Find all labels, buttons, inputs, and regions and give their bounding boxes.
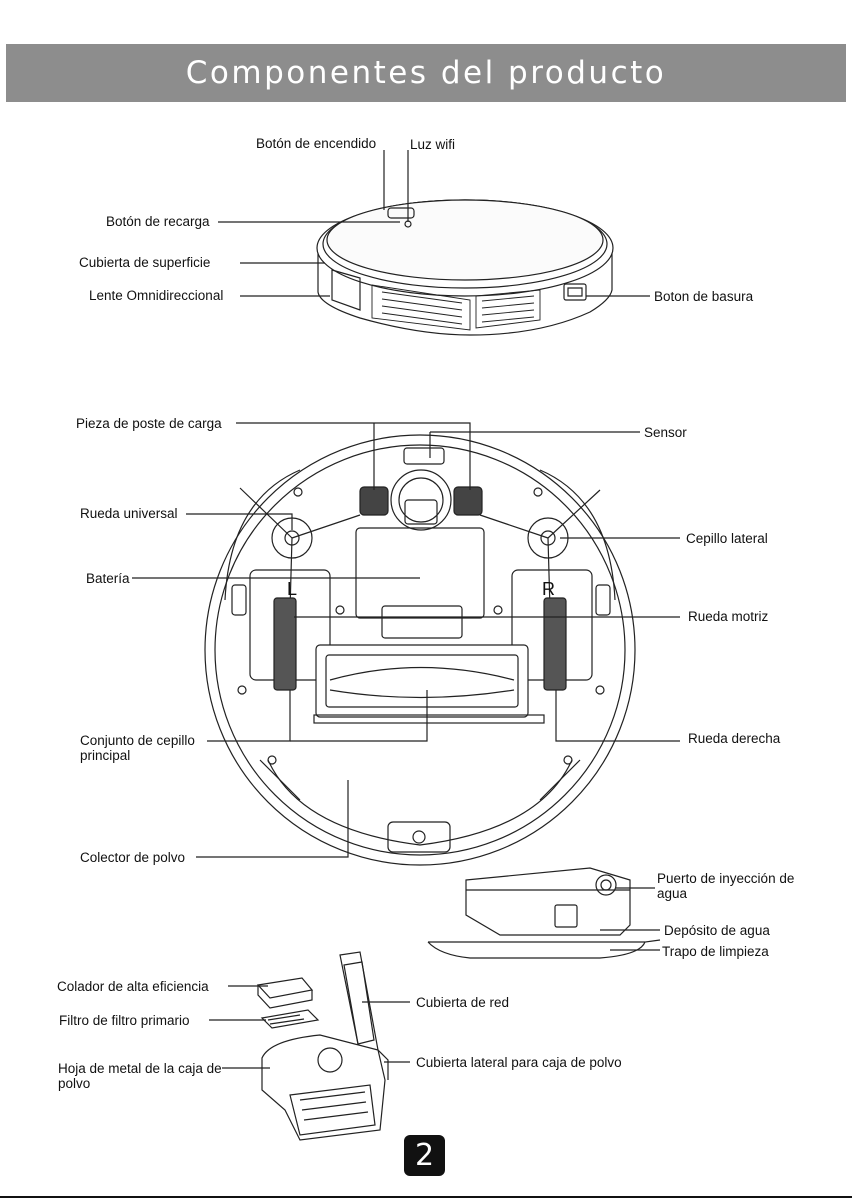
label-mop: Trapo de limpieza bbox=[662, 944, 769, 959]
label-battery: Batería bbox=[86, 571, 130, 586]
label-main-brush: Conjunto de cepillo principal bbox=[80, 733, 210, 763]
label-surface-cover: Cubierta de superficie bbox=[79, 255, 210, 270]
label-side-brush: Cepillo lateral bbox=[686, 531, 768, 546]
label-net-cover: Cubierta de red bbox=[416, 995, 509, 1010]
label-water-tank: Depósito de agua bbox=[664, 923, 770, 938]
robot-top-view-drawing bbox=[317, 200, 613, 335]
bottom-rule bbox=[0, 1196, 852, 1198]
label-drive-wheel: Rueda motriz bbox=[688, 609, 768, 624]
label-universal-wheel: Rueda universal bbox=[80, 506, 178, 521]
label-injection-port: Puerto de inyección de agua bbox=[657, 871, 807, 901]
label-primary-filter: Filtro de filtro primario bbox=[59, 1013, 190, 1028]
label-recharge-button: Botón de recarga bbox=[106, 214, 210, 229]
robot-bottom-view-drawing bbox=[205, 435, 635, 865]
label-right-wheel: Rueda derecha bbox=[688, 731, 780, 746]
label-dust-collector: Colector de polvo bbox=[80, 850, 185, 865]
label-right-mark: R bbox=[542, 582, 555, 597]
label-left-mark: L bbox=[287, 582, 297, 597]
page-number: 2 bbox=[404, 1135, 445, 1176]
dust-box-drawing bbox=[258, 952, 388, 1140]
label-wifi-light: Luz wifi bbox=[410, 137, 455, 152]
label-charging-post: Pieza de poste de carga bbox=[76, 416, 222, 431]
label-hepa: Colador de alta eficiencia bbox=[57, 979, 209, 994]
label-omni-lens: Lente Omnidireccional bbox=[89, 288, 223, 303]
label-trash-button: Boton de basura bbox=[654, 289, 753, 304]
label-metal-sheet: Hoja de metal de la caja de polvo bbox=[58, 1061, 228, 1091]
label-power-button: Botón de encendido bbox=[256, 136, 376, 151]
label-sensor: Sensor bbox=[644, 425, 687, 440]
label-side-cover: Cubierta lateral para caja de polvo bbox=[416, 1055, 622, 1070]
water-tank-drawing bbox=[428, 868, 660, 958]
